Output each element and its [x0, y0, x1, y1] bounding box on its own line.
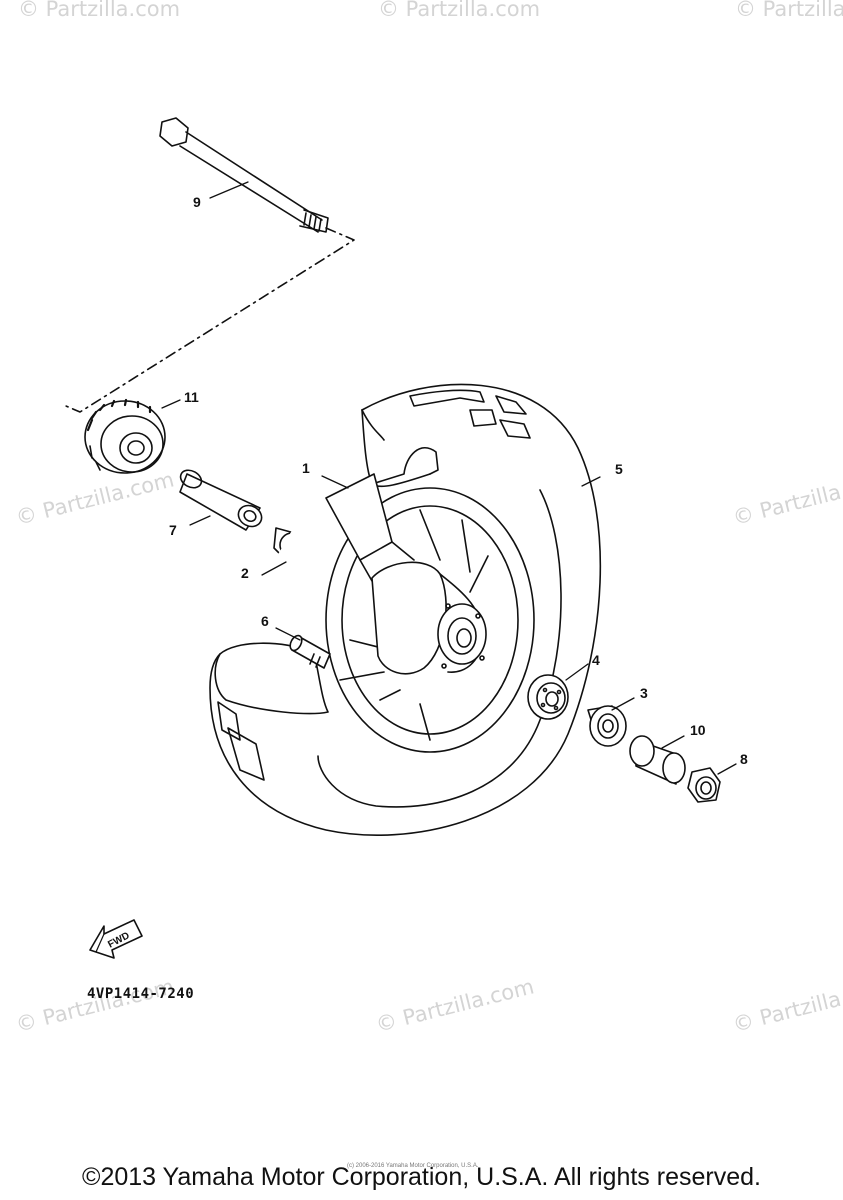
callout-2: 2	[241, 565, 249, 581]
copyright-notice: ©2013 Yamaha Motor Corporation, U.S.A. A…	[82, 1163, 761, 1191]
callout-7: 7	[169, 522, 177, 538]
gear-unit	[84, 398, 166, 474]
spacer	[179, 469, 263, 531]
callout-8: 8	[740, 751, 748, 767]
center-line	[65, 227, 355, 413]
callout-3: 3	[640, 685, 648, 701]
wheel-rim	[325, 473, 535, 753]
bearing-left	[527, 674, 569, 720]
watermark: © Partzilla.com	[13, 467, 176, 529]
fwd-arrow: FWD	[89, 919, 143, 959]
leader-lines	[161, 181, 737, 775]
callout-5: 5	[615, 461, 623, 477]
nut	[687, 767, 721, 803]
watermark: © Partzilla.com	[730, 467, 843, 529]
callout-6: 6	[261, 613, 269, 629]
watermark: © Partzilla.com	[13, 974, 176, 1036]
callout-4: 4	[592, 652, 600, 668]
axle-shaft	[159, 117, 329, 233]
watermark: © Partzilla.com	[18, 0, 180, 21]
fine-print: (c) 2006-2016 Yamaha Motor Corporation, …	[347, 1163, 479, 1169]
diagram-code: 4VP1414-7240	[87, 986, 195, 1002]
callout-9: 9	[193, 194, 201, 210]
callout-1: 1	[302, 460, 310, 476]
watermark: © Partzilla.com	[378, 0, 540, 21]
bearing-right	[587, 705, 627, 747]
watermark: © Partzilla.com	[373, 974, 536, 1036]
callouts: 9 11 1 5 7 2 6 4 3 10 8	[169, 194, 748, 767]
watermark: © Partzilla.com	[735, 0, 843, 21]
collar	[629, 735, 686, 785]
callout-11: 11	[184, 389, 199, 405]
callout-10: 10	[690, 722, 706, 738]
watermark: © Partzilla.com	[730, 974, 843, 1036]
